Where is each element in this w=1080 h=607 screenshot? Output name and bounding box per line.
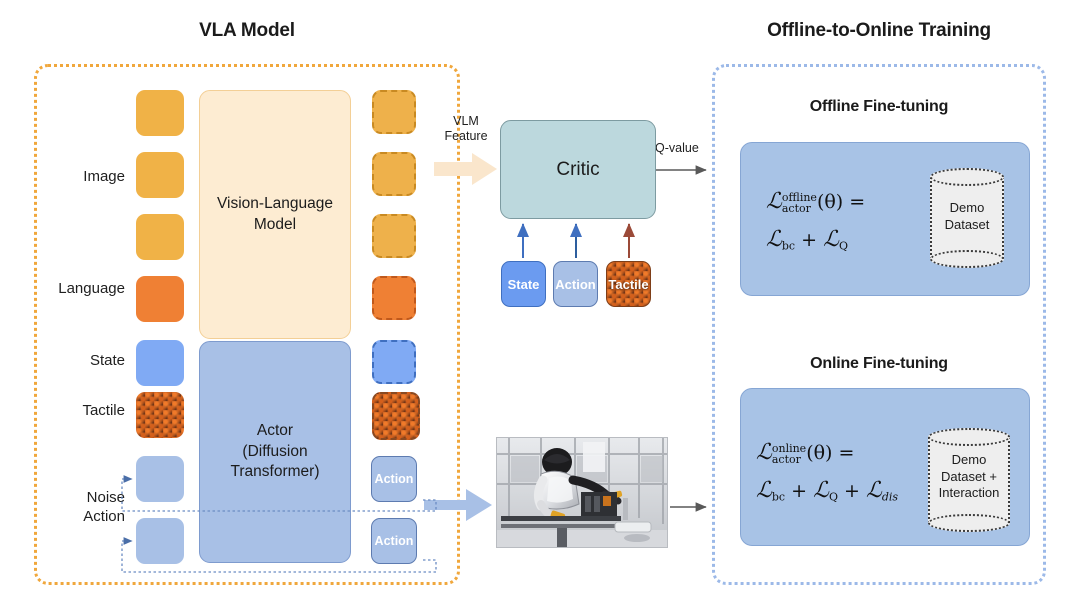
online-formula-sup: online (771, 441, 807, 455)
actor-block-line3: Transformer) (230, 463, 320, 481)
output-token-image-3 (372, 214, 416, 258)
vlm-feature-label: VLM Feature (430, 114, 502, 144)
online-formula-L: ℒ (756, 440, 772, 465)
vlm-block-line1: Vision-Language (216, 194, 334, 212)
critic-input-tactile: Tactile (606, 261, 651, 307)
output-token-tactile (372, 392, 420, 440)
input-label-image: Image (83, 168, 125, 185)
vla-model-container (34, 64, 460, 585)
offline-dataset-line1: Demo (949, 200, 985, 215)
vla-panel-title: VLA Model (199, 20, 295, 41)
output-action-chip-2: Action (371, 518, 417, 564)
noise-label-line2: Action (83, 507, 125, 525)
offline-formula-L: ℒ (766, 189, 782, 214)
input-token-image-3 (136, 214, 184, 260)
input-token-image-2 (136, 152, 184, 198)
online-demo-dataset-cylinder: Demo Dataset + Interaction (928, 428, 1010, 532)
vlm-feature-line1: VLM (453, 114, 479, 128)
critic-input-state: State (501, 261, 546, 307)
vlm-block-line2: Model (253, 215, 297, 233)
input-label-tactile: Tactile (82, 402, 125, 419)
training-panel-title: Offline-to-Online Training (767, 20, 991, 41)
offline-formula-sup: offline (781, 190, 817, 204)
critic-input-action: Action (553, 261, 598, 307)
critic-input-arrows (517, 223, 635, 258)
vision-language-model-block: Vision-Language Model (199, 90, 351, 339)
offline-formula-line2: ℒbc + ℒQ (766, 226, 848, 253)
input-token-state (136, 340, 184, 386)
online-dataset-line1: Demo (951, 452, 987, 467)
output-token-image-1 (372, 90, 416, 134)
offline-to-online-container (712, 64, 1046, 585)
input-label-state: State (89, 352, 125, 369)
offline-dataset-line2: Dataset (944, 216, 990, 232)
output-token-image-2 (372, 152, 416, 196)
actor-diffusion-transformer-block: Actor (Diffusion Transformer) (199, 341, 351, 563)
online-dataset-line2: Dataset + (940, 468, 997, 484)
actor-block-line1: Actor (256, 421, 294, 439)
online-formula-rhs: (θ) = (806, 442, 855, 464)
input-token-tactile (136, 392, 184, 438)
offline-demo-dataset-cylinder: Demo Dataset (930, 168, 1004, 268)
critic-block: Critic (500, 120, 656, 219)
output-action-chip-1: Action (371, 456, 417, 502)
q-value-label: Q-value (655, 141, 699, 155)
offline-formula-rhs: (θ) = (816, 191, 866, 213)
input-token-image-1 (136, 90, 184, 136)
vlm-feature-line2: Feature (444, 129, 488, 143)
offline-formula-sub: actor (781, 201, 811, 215)
noise-label-line1: Noise (86, 489, 125, 506)
online-formula-line2: ℒbc + ℒQ + ℒdis (756, 477, 899, 504)
input-token-language (136, 276, 184, 322)
offline-fine-tuning-heading: Offline Fine-tuning (809, 98, 949, 115)
online-dataset-line3: Interaction (938, 485, 1000, 501)
input-label-noise-action: Noise Action (20, 489, 125, 527)
online-formula-sub: actor (771, 452, 801, 466)
robot-photo-illustration (497, 438, 667, 547)
output-token-language (372, 276, 416, 320)
input-token-noise-2 (136, 518, 184, 564)
robot-manipulation-photo (496, 437, 668, 548)
online-fine-tuning-heading: Online Fine-tuning (810, 355, 948, 372)
input-token-noise-1 (136, 456, 184, 502)
input-label-language: Language (58, 280, 125, 297)
output-token-state (372, 340, 416, 384)
actor-block-line2: (Diffusion (242, 442, 308, 460)
